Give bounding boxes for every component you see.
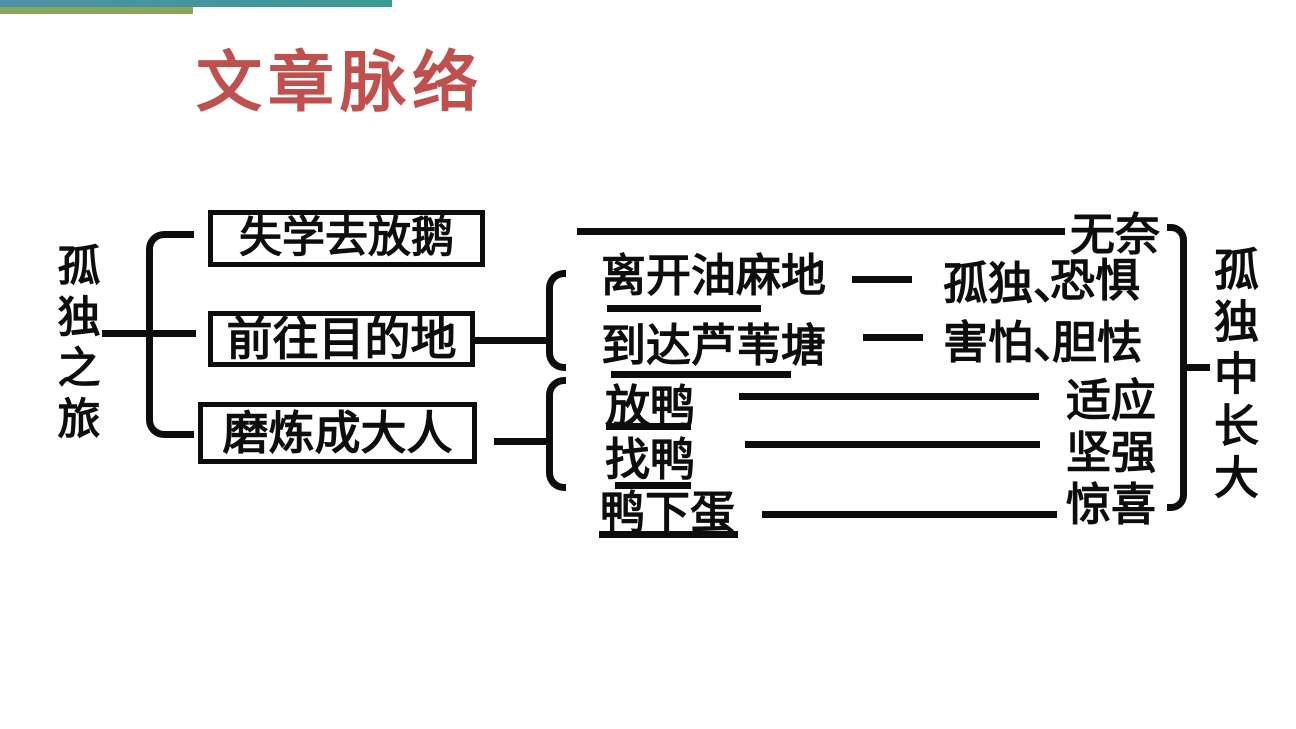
stage-box-grow-up: 磨炼成大人 xyxy=(198,402,477,464)
connector-dash-2 xyxy=(863,334,923,341)
grow-events-bracket xyxy=(546,377,566,491)
title-rule-teal xyxy=(0,0,392,7)
page-title: 文章脉络 xyxy=(196,44,484,121)
connector-line-3 xyxy=(739,393,1039,400)
event-underline-1 xyxy=(607,305,761,312)
connector-line-5 xyxy=(762,511,1057,518)
result-connector-line xyxy=(1185,364,1210,371)
stage-label: 失学去放鹅 xyxy=(239,213,454,263)
stage-box-destination: 前往目的地 xyxy=(208,311,475,367)
stage3-connector-line xyxy=(494,438,546,445)
connector-line-4 xyxy=(745,441,1040,448)
event-underline-4 xyxy=(615,482,691,489)
result-bracket xyxy=(1167,224,1187,511)
result-label: 孤独中长大 xyxy=(1206,246,1259,506)
connector-dash-1 xyxy=(852,276,912,283)
emotion-label-adapt: 适应 xyxy=(1066,374,1157,427)
event-underline-3 xyxy=(606,423,691,430)
stage2-connector-line xyxy=(472,337,546,344)
emotion-label-lonely: 孤独、 xyxy=(943,257,1079,310)
emotion-label-fear: 恐惧 xyxy=(1050,254,1141,307)
emotion-label-timid: 胆怯 xyxy=(1052,316,1143,369)
event-label-herd-ducks: 放鸭 xyxy=(605,380,696,433)
event-label-ducks-lay-eggs: 鸭下蛋 xyxy=(600,486,736,539)
stage-label: 前往目的地 xyxy=(226,312,457,366)
event-underline-2 xyxy=(611,371,791,378)
event-label-find-ducks: 找鸭 xyxy=(605,433,696,486)
event-label-leave: 离开油麻地 xyxy=(601,249,827,302)
event-label-arrive: 到达芦苇塘 xyxy=(601,319,827,372)
stage-label: 磨炼成大人 xyxy=(222,406,453,460)
event-underline-5 xyxy=(599,531,738,538)
connector-line-top xyxy=(577,228,1065,235)
emotion-label-surprise: 惊喜 xyxy=(1066,478,1157,531)
emotion-label-afraid: 害怕、 xyxy=(943,316,1079,369)
title-rule-green xyxy=(0,7,193,14)
travel-events-bracket xyxy=(546,270,566,371)
journey-root-label: 孤独之旅 xyxy=(50,243,100,447)
emotion-label-strong: 坚强 xyxy=(1066,426,1157,479)
root-bracket xyxy=(146,231,194,438)
stage-box-dropout: 失学去放鹅 xyxy=(208,210,485,267)
emotion-label-helpless: 无奈 xyxy=(1070,208,1161,261)
